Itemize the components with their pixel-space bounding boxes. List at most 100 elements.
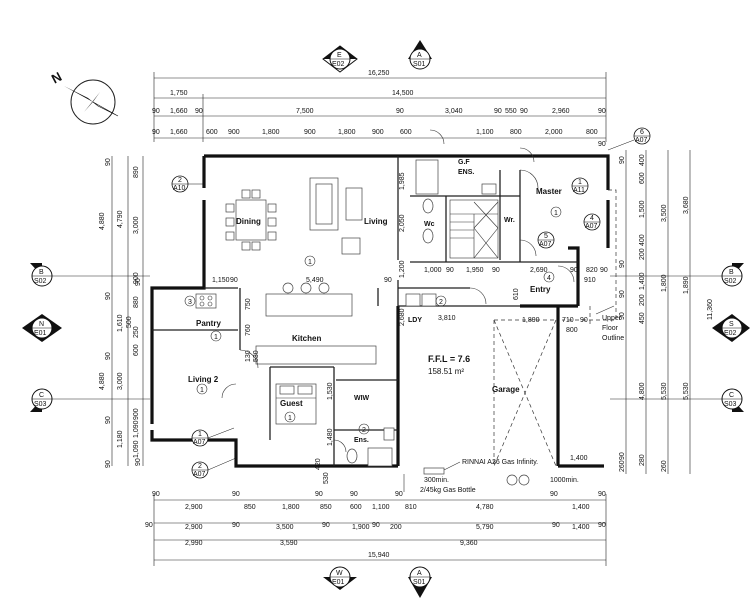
marker-top-label: S [729,321,734,328]
dim-top-r3-2: 90 [195,108,203,115]
dim-int-misc-10: 750 [245,298,252,310]
marker-bottom-label: S03 [724,401,737,408]
dim-bot-r2-7: 4,780 [476,504,494,511]
dim-left-mid-2: 3,000 [117,372,124,390]
dim-int-entry-3: 90 [600,267,608,274]
marker-top-label: N [39,321,44,328]
dim-top-16250: 16,250 [368,70,390,77]
dim-right-d-4: 200 [639,248,646,260]
dim-bot-r4-1: 3,500 [276,524,294,531]
dim-left-90-4: 90 [105,460,112,468]
marker-top-label: B [729,269,734,276]
room-number-master: 1 [554,210,558,217]
dim-bot-r1-5: 90 [550,491,558,498]
dim-int-misc-15: 530 [323,472,330,484]
dim-bot-r1-0: 90 [152,491,160,498]
dim-left-outer-0: 4,880 [99,212,106,230]
dim-left-inner-2: 900 [133,272,140,284]
marker-top-label: W [336,570,343,577]
section-marker-b-s02-left[interactable]: B S02 [30,263,150,287]
marker-bottom-label: S01 [413,579,426,586]
dim-bot-r3-1: 90 [232,522,240,529]
marker-bottom-label: S03 [34,401,47,408]
dim-top-r3-6: 90 [494,108,502,115]
dim-left-mid-3: 1,180 [117,430,124,448]
dim-top-r4-0: 90 [152,129,160,136]
marker-bottom-label: S02 [724,278,737,285]
dim-int-kitchen-0: 1,150 [212,277,230,284]
dim-left-inner-7: 1,090 [133,420,140,438]
dim-top-r4-7: 900 [372,129,384,136]
staircase [449,199,499,259]
dim-bot-r1-2: 90 [315,491,323,498]
room-label-entry: Entry [530,285,551,294]
ffl-label: F.F.L = 7.6 [428,354,470,364]
dim-bot-r4-3: 200 [390,524,402,531]
dim-right-d-8: 4,800 [639,382,646,400]
marker-top-label: B [39,269,44,276]
dim-bot-r2-3: 850 [320,504,332,511]
section-marker-c-s03-left[interactable]: C S03 [30,388,150,412]
dim-right-d-10: 260 [619,460,626,472]
dim-right-inner-0: 3,500 [661,204,668,222]
room-label-gf-ens-1: G.F [458,159,470,166]
detail-marker-1-a07[interactable]: 1 A07 [191,427,235,447]
dim-bot-r1-3: 90 [350,491,358,498]
marker-top-label: 1 [578,179,582,186]
section-marker-s-e02[interactable]: S E02 [712,314,750,342]
room-number-ens: 2 [362,427,366,434]
dim-left-mid-1: 1,610 [117,314,124,332]
dim-bot-r1-4: 90 [395,491,403,498]
section-marker-w-e01[interactable]: W E01 [323,566,357,590]
detail-marker-4-a07[interactable]: 4 A07 [583,213,601,231]
dim-int-ldy-2: 710 [562,317,574,324]
room-label-gf-ens-2: ENS. [458,169,474,176]
dim-int-misc-11: 760 [245,324,252,336]
dim-top-14500: 14,500 [392,90,414,97]
section-marker-n-e01[interactable]: N E01 [22,314,62,342]
note-1000min: 1000min. [550,477,579,484]
marker-top-label: 5 [544,233,548,240]
dim-int-misc-4: 1,200 [399,260,406,278]
dim-int-misc-3: 2,050 [399,214,406,232]
dim-int-misc-14: 420 [315,458,322,470]
dim-left-inner-1: 3,000 [133,216,140,234]
room-number-living: 1 [308,259,312,266]
dim-int-misc-2: 1,400 [570,455,588,462]
dim-top-r4-8: 600 [400,129,412,136]
dim-bot-r4-0: 2,900 [185,524,203,531]
dim-left-90-1: 90 [105,292,112,300]
dim-int-misc-13: 530 [253,350,260,362]
dim-right-90-2: 90 [619,290,626,298]
dim-int-misc-1: 800 [566,327,578,334]
detail-marker-5-a07[interactable]: 5 A07 [537,231,555,249]
detail-marker-2-a07[interactable]: 2 A07 [191,457,237,479]
section-marker-a-s01-bottom[interactable]: A S01 [408,566,432,598]
dim-bot-r4-5: 1,400 [572,524,590,531]
dim-bot-r5-0: 2,990 [185,540,203,547]
dim-right-outer-0: 11,360 [707,299,714,320]
section-marker-a-s01-top[interactable]: A S01 [408,40,432,70]
dim-right-90-3: 90 [619,312,626,320]
room-number-pantry-kitchen: 3 [188,299,192,306]
section-marker-b-s02-right[interactable]: B S02 [610,263,744,287]
dim-bot-r4-4: 5,790 [476,524,494,531]
detail-marker-1-a11[interactable]: 1 A11 [571,177,589,195]
guest-bed [275,383,317,425]
room-label-dining: Dining [236,217,261,226]
room-label-wiw: WIW [354,395,370,402]
dining-table [225,189,277,251]
dim-int-kitchen-2: 5,490 [306,277,324,284]
section-marker-e02[interactable]: E E02 [322,45,358,73]
dim-left-inner-5: 250 [133,326,140,338]
section-marker-c-s03-right[interactable]: C S03 [610,388,744,412]
room-number-badges: 1 3 1 1 1 2 2 4 1 [184,206,562,435]
detail-marker-6-a07[interactable]: 6 A07 [607,127,651,151]
dim-top-r4-4: 1,800 [262,129,280,136]
dim-left-90-0: 90 [105,158,112,166]
living-sofa [309,177,363,255]
dim-top-1750: 1,750 [170,90,188,97]
detail-marker-2-a10[interactable]: 2 A10 [171,175,204,193]
door-swings [221,129,575,453]
